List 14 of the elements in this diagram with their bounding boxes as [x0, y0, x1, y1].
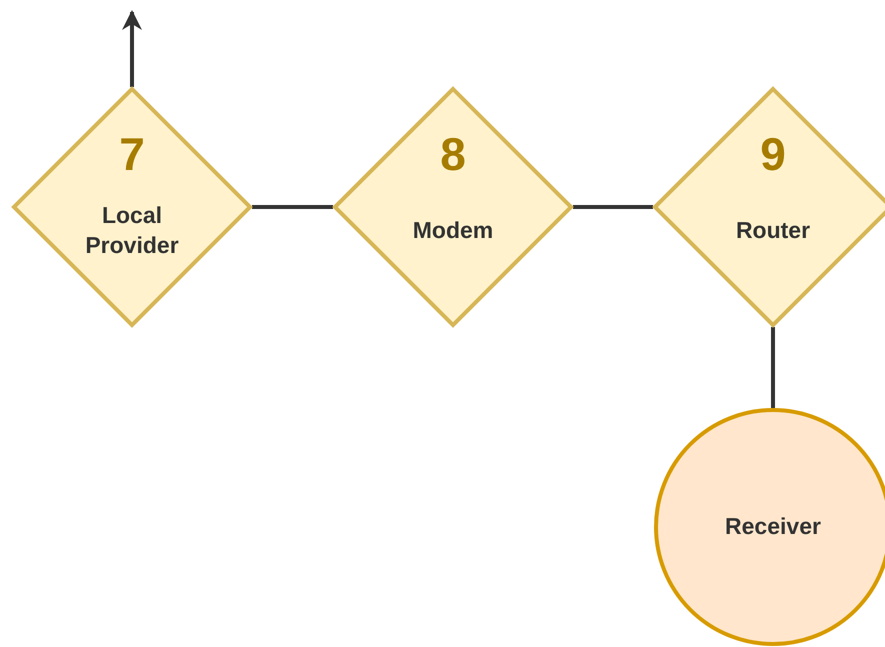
diamond-node: [12, 87, 252, 327]
node-label: Local Provider: [84, 201, 180, 260]
node-label: Router: [734, 216, 812, 246]
node-label: Receiver: [724, 512, 822, 542]
connector-line: [573, 205, 653, 209]
connector-line: [252, 205, 333, 209]
arrow: [122, 10, 142, 87]
step-number: 9: [760, 131, 786, 178]
diamond-node: [333, 87, 573, 327]
step-number: 7: [119, 131, 145, 178]
diamond-node: [653, 87, 885, 327]
node-label: Modem: [412, 216, 494, 246]
connector-line: [771, 327, 775, 408]
step-number: 8: [440, 131, 466, 178]
